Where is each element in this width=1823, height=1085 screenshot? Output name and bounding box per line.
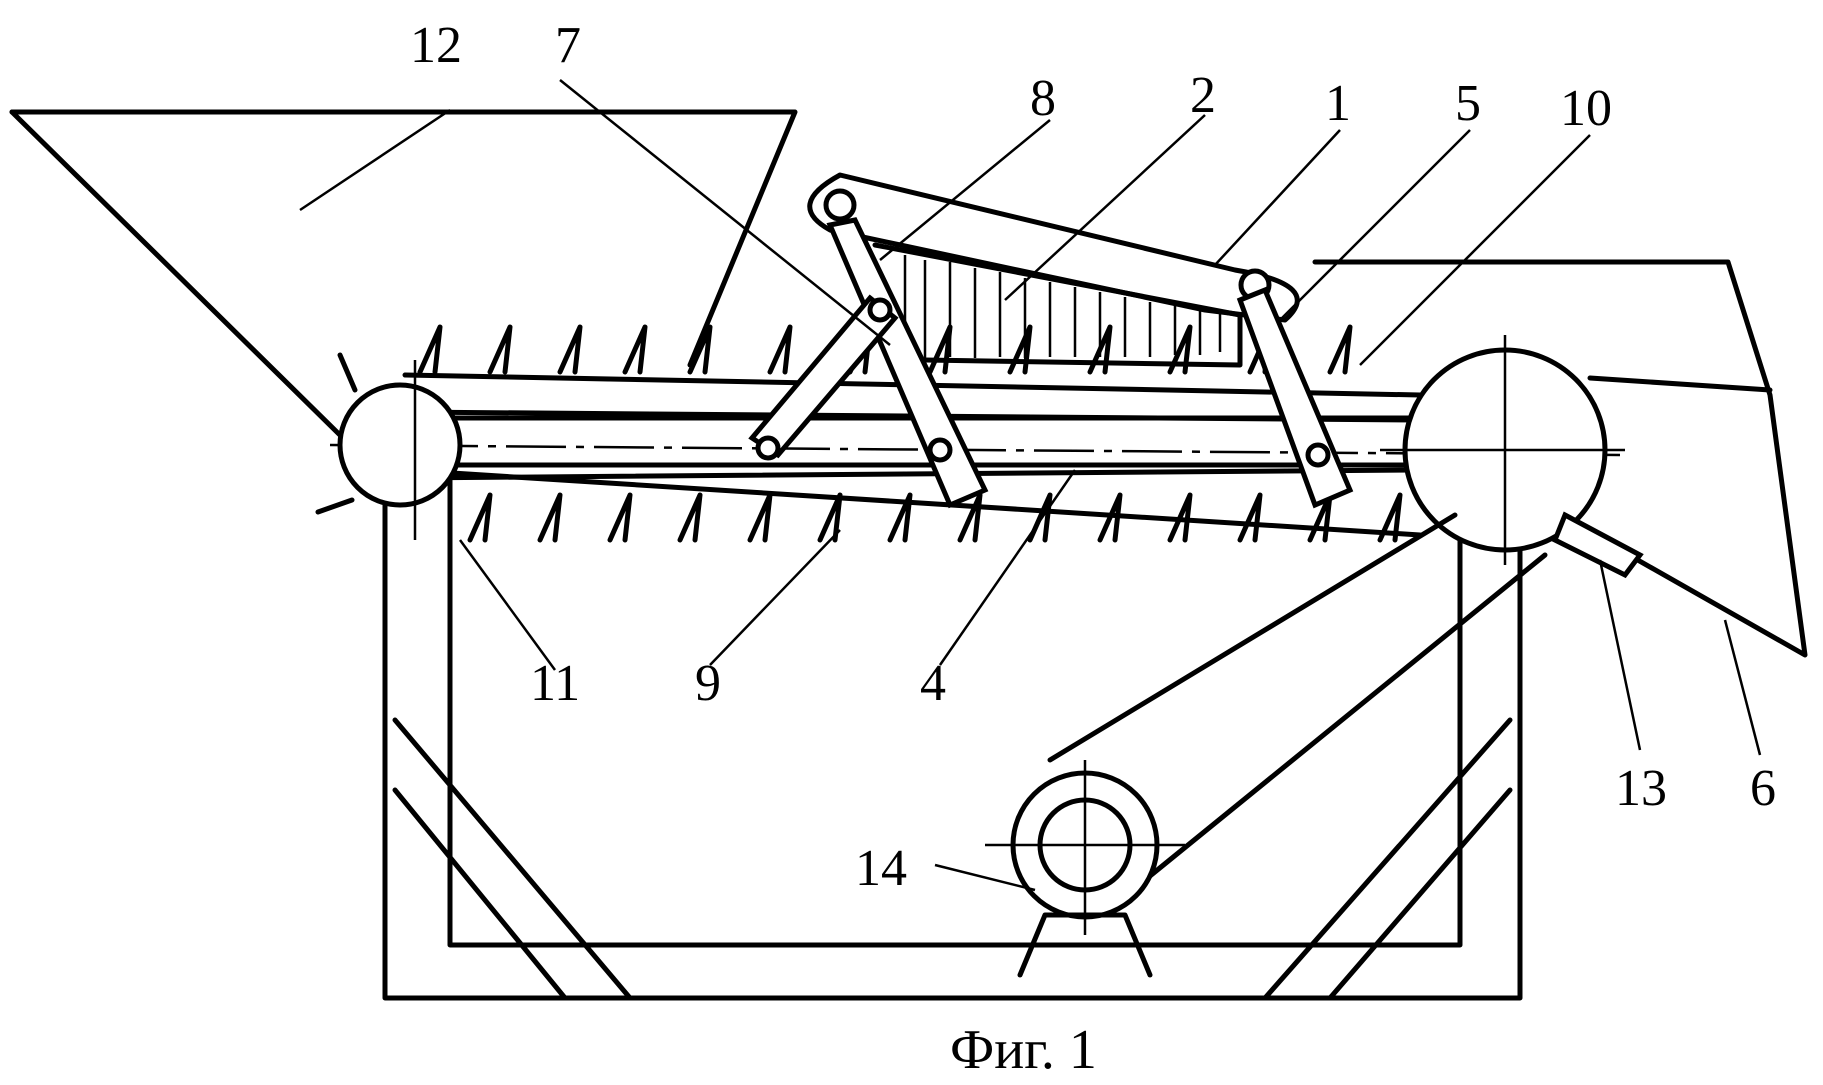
label-12: 12 [410, 17, 462, 74]
label-8: 8 [1030, 70, 1056, 127]
label-13: 13 [1615, 760, 1667, 817]
label-6: 4 [920, 655, 946, 712]
label-14: 14 [855, 840, 907, 897]
label-10: 10 [1560, 80, 1612, 137]
label-4: 6 [1750, 760, 1776, 817]
label-9: 9 [695, 655, 721, 712]
comb-rake [875, 245, 1240, 365]
label-7: 7 [555, 17, 581, 74]
left-drum [318, 355, 460, 540]
deflector [1555, 515, 1640, 575]
label-2: 2 [1190, 67, 1216, 124]
label-11: 11 [530, 655, 580, 712]
label-5: 5 [1455, 75, 1481, 132]
figure-caption: Фиг. 1 [950, 1019, 1097, 1081]
label-1: 1 [1325, 75, 1351, 132]
